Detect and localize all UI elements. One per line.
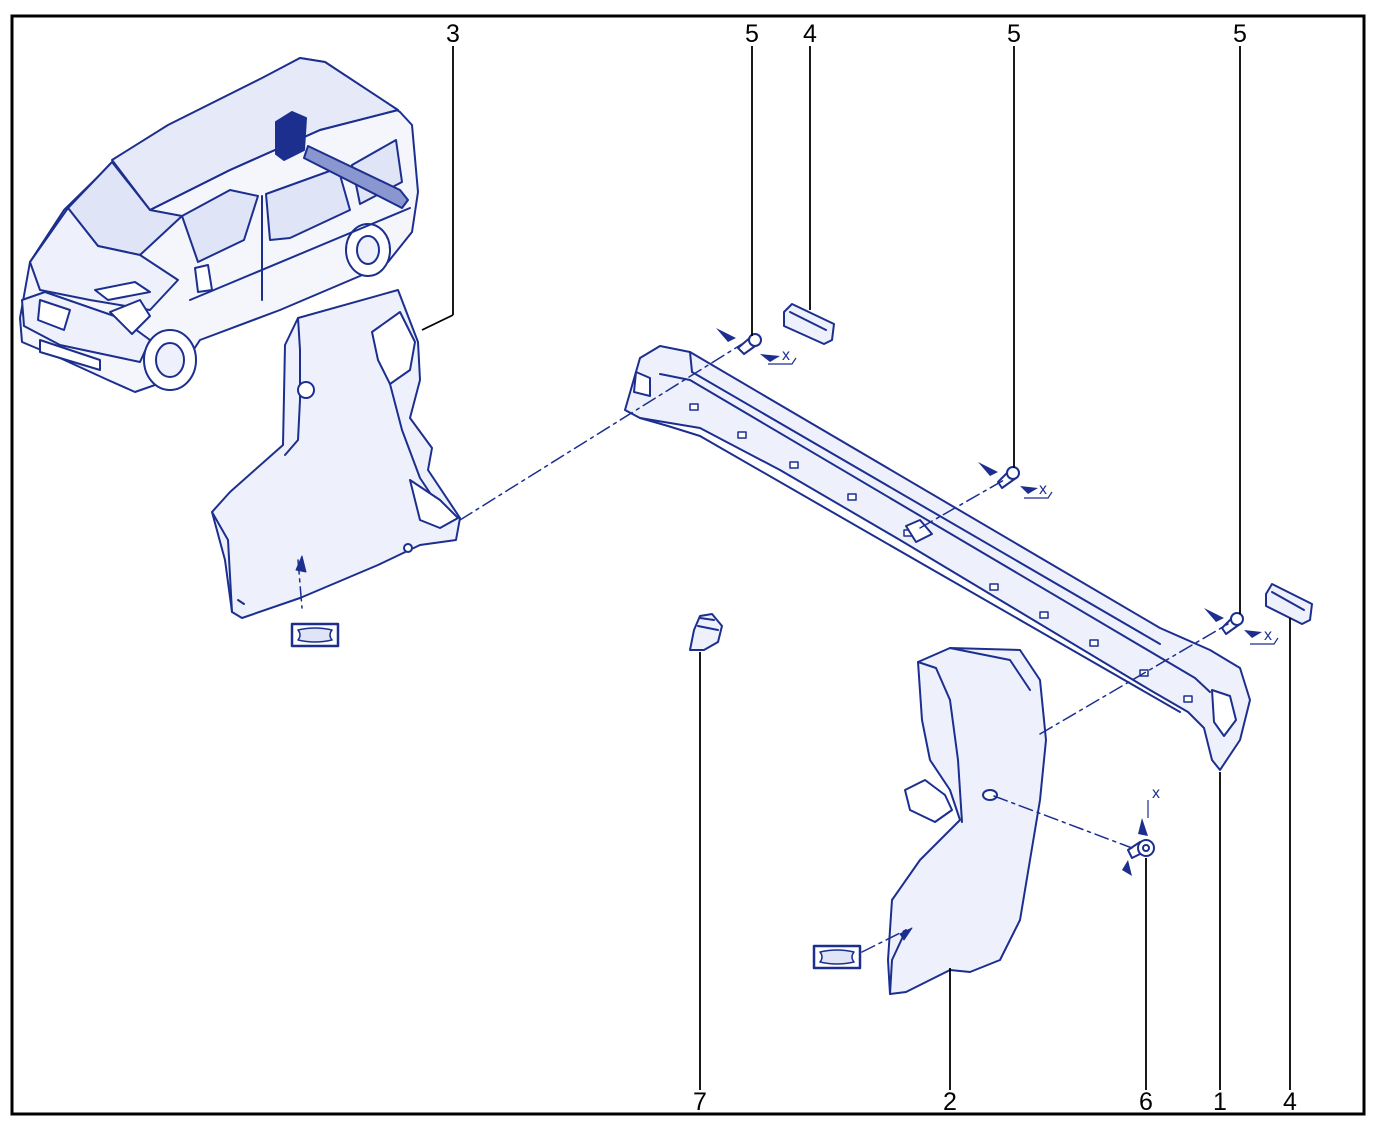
- callout-2: 2: [943, 1088, 957, 1116]
- callout-1: 1: [1213, 1088, 1227, 1116]
- part-6-screw: [1127, 839, 1155, 859]
- callout-5: 5: [1007, 20, 1021, 48]
- leader-lines: [421, 46, 1291, 1090]
- part-5-screw-a: [737, 333, 762, 355]
- torque-mark-x: x: [1264, 627, 1272, 644]
- van-illustration: [19, 57, 419, 393]
- torque-mark-x: x: [782, 347, 790, 364]
- part-4-clip-top: [783, 303, 835, 345]
- part-5-screw-b: [997, 466, 1020, 489]
- part-7-push-clip: [689, 613, 723, 651]
- material-symbol-right: [812, 944, 862, 970]
- callout-3: 3: [446, 20, 460, 48]
- part-2-corner-trim: [887, 647, 1047, 995]
- callout-4: 4: [1283, 1088, 1297, 1116]
- part-5-screw-c: [1221, 612, 1244, 635]
- callout-6: 6: [1139, 1088, 1153, 1116]
- material-symbol-left: [290, 622, 340, 648]
- part-3-side-trim-panel: [211, 289, 461, 619]
- callout-7: 7: [693, 1088, 707, 1116]
- callout-4: 4: [803, 20, 817, 48]
- torque-mark-x: x: [1152, 785, 1160, 802]
- part-1-sill-trim: [624, 345, 1251, 771]
- torque-mark-x: x: [1039, 481, 1047, 498]
- callout-5: 5: [1233, 20, 1247, 48]
- torque-arrows: [716, 328, 1262, 876]
- part-4-clip-right: [1265, 583, 1313, 625]
- callout-5: 5: [745, 20, 759, 48]
